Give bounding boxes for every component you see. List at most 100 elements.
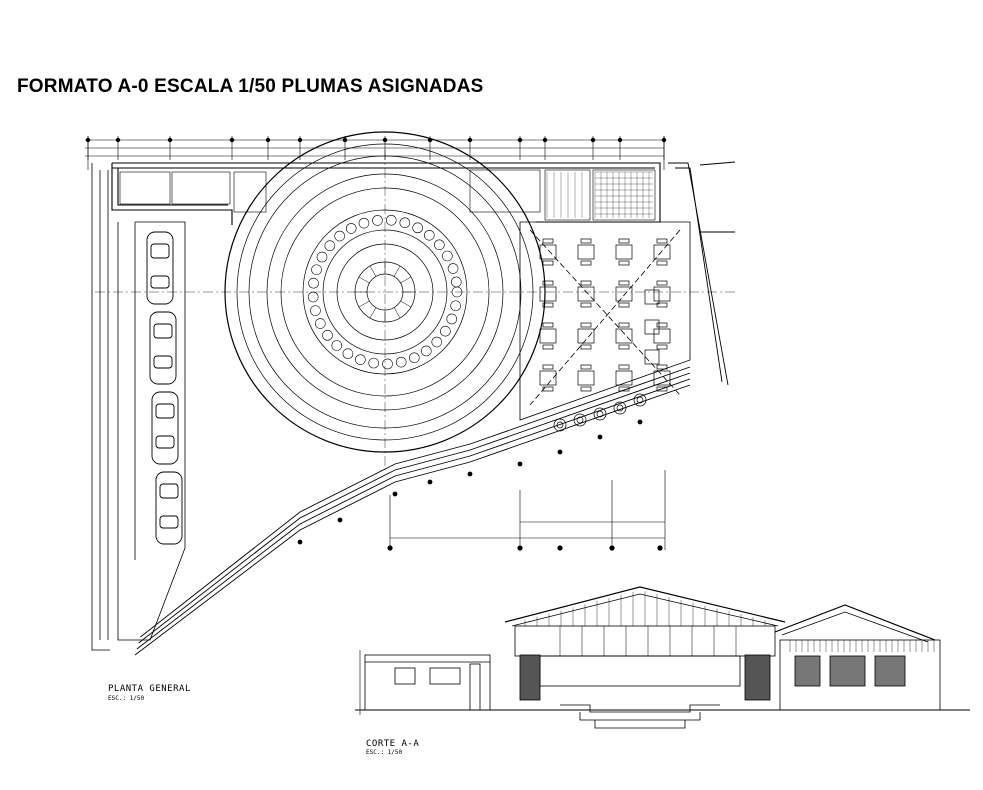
chair (580, 238, 592, 244)
parked-cars (146, 231, 183, 545)
dimension-node (229, 137, 235, 143)
access-ramp (134, 366, 691, 656)
car-windshield (150, 243, 170, 259)
chair (656, 322, 668, 328)
seat (310, 305, 321, 316)
seat (450, 276, 462, 288)
chair (618, 322, 630, 328)
car (146, 231, 174, 305)
ramp-node (637, 419, 643, 425)
car-rear-window (155, 435, 175, 449)
chair (580, 364, 592, 370)
seat (382, 358, 393, 370)
dimension-node (387, 545, 393, 551)
table (615, 244, 633, 260)
car (149, 311, 177, 385)
table (539, 370, 557, 386)
table (539, 244, 557, 260)
seat (322, 330, 333, 341)
dimension-node (590, 137, 596, 143)
ramp-dimension-ticks (297, 419, 643, 545)
car-rear-window (153, 355, 173, 369)
east-wall (668, 161, 736, 386)
car-windshield (159, 483, 179, 499)
ramp-rail (134, 384, 691, 656)
ramp-rail (140, 366, 691, 638)
dimension-node (517, 545, 523, 551)
chair (580, 386, 592, 392)
dimension-node (617, 137, 623, 143)
dimension-node (115, 137, 121, 143)
dimension-node (661, 137, 667, 143)
chair (618, 344, 630, 350)
ramp-node (467, 471, 473, 477)
chair (656, 280, 668, 286)
chair (580, 280, 592, 286)
chair (542, 238, 554, 244)
table (577, 286, 595, 302)
seat (358, 217, 370, 229)
chair (542, 386, 554, 392)
seat (324, 240, 336, 252)
ramp-node (392, 491, 398, 497)
seat (316, 251, 328, 263)
chair (656, 238, 668, 244)
pavilion-posts (559, 626, 737, 656)
chair (656, 364, 668, 370)
chair (656, 302, 668, 308)
service-rooms (119, 169, 656, 221)
ramp-rail (136, 378, 691, 650)
seat (408, 352, 420, 364)
seat (431, 336, 443, 348)
seat (355, 354, 366, 365)
dimension-node (542, 137, 548, 143)
planter-core (596, 410, 604, 418)
hall-radial (400, 276, 412, 284)
seat (450, 300, 461, 312)
dimension-node (517, 137, 523, 143)
tile-pattern (546, 171, 653, 218)
table (539, 286, 557, 302)
ramp-node (557, 449, 563, 455)
dimension-node (557, 545, 563, 551)
seat (446, 313, 458, 325)
chair (656, 260, 668, 266)
ramp-node (337, 517, 343, 523)
dimension-node (609, 545, 615, 551)
roof-truss (524, 591, 766, 626)
dimension-node (382, 137, 388, 143)
chair (580, 322, 592, 328)
seat (395, 356, 407, 368)
car-rear-window (150, 275, 170, 289)
dimension-node (342, 137, 348, 143)
chair (580, 302, 592, 308)
hall-radial (369, 307, 377, 319)
planter (553, 418, 567, 432)
seat (399, 217, 411, 229)
table (615, 370, 633, 386)
seat (440, 325, 451, 337)
planter-core (576, 416, 584, 424)
seat (420, 345, 432, 357)
table (644, 289, 660, 305)
planter (573, 413, 587, 427)
table (615, 328, 633, 344)
sheet-title: FORMATO A-0 ESCALA 1/50 PLUMAS ASIGNADAS (17, 76, 484, 97)
chair (580, 344, 592, 350)
seat (442, 250, 453, 262)
section-scale: ESC.: 1/50 (366, 749, 403, 756)
plan-scale: ESC.: 1/50 (108, 695, 145, 702)
planter (633, 393, 647, 407)
dimension-node (467, 137, 473, 143)
table (653, 328, 671, 344)
seat (412, 222, 423, 234)
seat (447, 263, 459, 274)
planter (613, 401, 627, 415)
dimension-node (265, 137, 271, 143)
dimension-node (85, 137, 91, 143)
chair (542, 322, 554, 328)
chair (618, 238, 630, 244)
seat (307, 291, 319, 303)
chair (618, 364, 630, 370)
